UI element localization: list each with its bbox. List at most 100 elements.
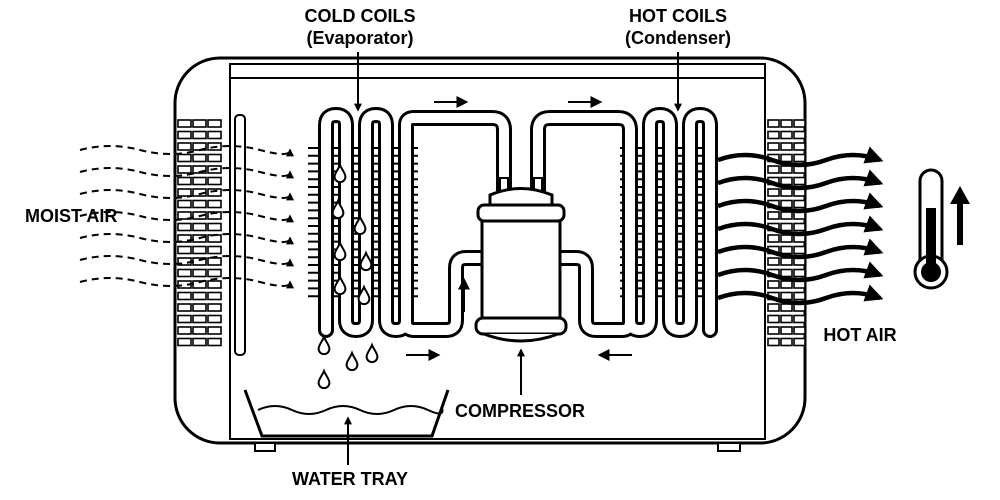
grille-slot [177,188,192,197]
hot-air-arrow [717,215,884,237]
water-drop [365,342,379,364]
grille-slot [192,222,207,232]
moist-air-label: MOIST AIR [25,206,118,226]
exhaust-grille [767,119,806,347]
grille-slot [192,199,207,209]
grille-slot [207,176,222,186]
water-drop [317,334,331,356]
cold-coils-label: COLD COILS (Evaporator) [290,5,430,49]
water-tray-label: WATER TRAY [291,469,408,489]
grille-slot [207,257,222,266]
grille-slot [767,257,780,266]
grille-slot [780,130,793,140]
grille-slot [780,245,793,255]
grille-slot [780,153,793,163]
grille-slot [780,326,793,335]
grille-slot [780,291,793,301]
hot-air-flow [717,146,884,306]
grille-slot [793,142,806,151]
grille-slot [767,234,780,243]
grille-slot [192,303,207,312]
grille-slot [192,119,207,128]
hot-air-arrow [717,284,884,306]
grille-slot [177,130,192,140]
thermometer-icon [913,168,949,290]
water-drop [333,240,347,262]
hot-coils-subtitle: (Condenser) [624,28,731,48]
grille-slot [767,337,780,347]
label-pointers [344,52,682,465]
grille-slot [207,303,222,312]
grille-slot [767,280,780,289]
grille-slot [177,176,192,186]
grille-slot [767,130,780,140]
grille-slot [780,268,793,278]
water-drop [345,350,359,372]
grille-slot [793,199,806,209]
moist-air-wave [79,277,294,289]
grille-slot [207,326,222,335]
grille-slot [177,337,192,347]
grille-slot [767,303,780,312]
grille-slot [793,245,806,255]
hot-coils-title: HOT COILS [629,6,727,26]
grille-slot [192,326,207,335]
hot-air-arrow [717,261,884,283]
grille-slot [767,165,780,174]
grille-slot [192,291,207,301]
grille-slot [793,130,806,140]
grille-slot [207,268,222,278]
grille-slot [780,188,793,197]
grille-slot [177,142,192,151]
grille-slot [780,199,793,209]
compressor [474,177,568,343]
grille-slot [780,234,793,243]
grille-slot [793,268,806,278]
cold-coils-title: COLD COILS [304,6,416,26]
grille-slot [793,326,806,335]
grille-slot [767,142,780,151]
grille-slot [780,280,793,289]
water-drop [317,368,331,390]
grille-slot [767,119,780,128]
moist-air-wave [79,211,294,223]
grille-slot [793,337,806,347]
refrigerant-piping [318,107,718,338]
grille-slot [192,268,207,278]
grille-slot [767,211,780,220]
grille-slot [192,153,207,163]
water-tray [243,389,450,438]
grille-slot [177,153,192,163]
grille-slot [177,303,192,312]
grille-slot [780,119,793,128]
up-arrow-icon [950,186,970,245]
water-drop [359,250,373,272]
grille-slot [177,326,192,335]
hot-air-arrow [717,238,884,260]
grille-slot [780,222,793,232]
compressor-label: COMPRESSOR [454,401,586,421]
moist-air-wave [79,145,294,157]
grille-slot [793,153,806,163]
water-drop [353,214,367,236]
grille-slot [192,130,207,140]
grille-slot [207,245,222,255]
grille-slot [207,199,222,209]
grille-slot [793,291,806,301]
water-drop [331,198,345,220]
hot-coils-label: HOT COILS (Condenser) [608,5,748,49]
grille-slot [207,337,222,347]
grille-slot [780,142,793,151]
grille-slot [780,176,793,186]
grille-slot [207,280,222,289]
grille-slot [177,245,192,255]
grille-slot [207,211,222,220]
grille-slot [177,199,192,209]
grille-slot [767,326,780,335]
moist-air-wave [79,233,294,245]
moist-air-wave [79,189,294,201]
water-drop [333,274,347,296]
grille-slot [177,314,192,324]
grille-slot [793,176,806,186]
